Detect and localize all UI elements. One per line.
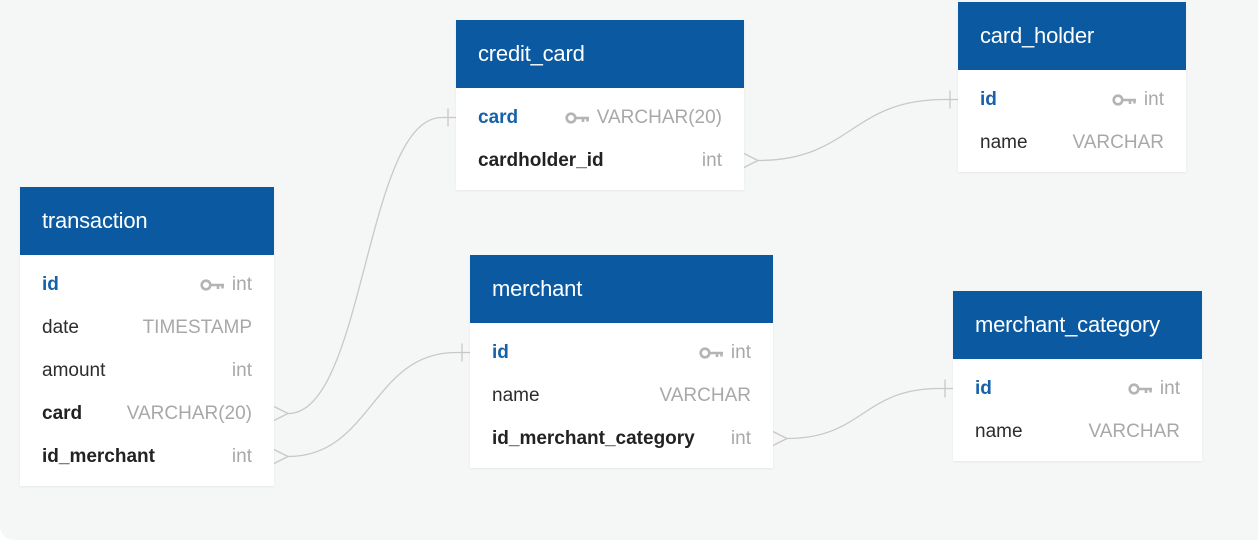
field-name: cardholder_id (478, 149, 604, 171)
many-end-marker (273, 448, 290, 465)
field-row-card[interactable]: card VARCHAR(20) (456, 96, 744, 139)
field-type-label: int (730, 341, 751, 363)
field-row-amount[interactable]: amount int (20, 349, 274, 392)
field-type-label: TIMESTAMP (142, 316, 252, 338)
field-type: int (1128, 367, 1180, 410)
field-row-id-merchant-category[interactable]: id_merchant_category int (470, 417, 773, 460)
field-name: id (980, 88, 997, 110)
relationship-line (786, 387, 953, 440)
field-name: id_merchant_category (492, 427, 695, 449)
key-icon (699, 346, 723, 359)
field-name: id (42, 273, 59, 295)
field-row-id[interactable]: id int (20, 263, 274, 306)
field-row-name[interactable]: name VARCHAR (958, 121, 1186, 164)
field-row-id[interactable]: id int (953, 367, 1202, 410)
field-name: amount (42, 359, 106, 381)
table-header[interactable]: credit_card (456, 20, 744, 88)
many-end-marker (743, 152, 760, 169)
field-type-label: int (231, 359, 252, 381)
field-type: VARCHAR (1089, 410, 1181, 453)
table-credit-card[interactable]: credit_card card VARCHAR(20) cardholder_id… (456, 20, 744, 190)
field-row-name[interactable]: name VARCHAR (470, 374, 773, 417)
field-type: VARCHAR(20) (565, 96, 722, 139)
key-icon (1112, 93, 1136, 106)
table-transaction[interactable]: transaction id int date TIMESTAMP amount int c… (20, 187, 274, 486)
relationship-line (757, 98, 958, 162)
field-row-id[interactable]: id int (958, 78, 1186, 121)
field-type-label: int (701, 149, 722, 171)
table-fields: id int name VARCHAR id_merchant_category int (470, 323, 773, 468)
relationship-line (287, 351, 470, 458)
field-row-id[interactable]: id int (470, 331, 773, 374)
key-icon (1128, 382, 1152, 395)
field-type: int (1112, 78, 1164, 121)
field-type: int (699, 331, 751, 374)
field-row-name[interactable]: name VARCHAR (953, 410, 1202, 453)
field-type: TIMESTAMP (143, 306, 252, 349)
field-type: int (702, 139, 722, 182)
field-type-label: int (1143, 88, 1164, 110)
table-card-holder[interactable]: card_holder id int name VARCHAR (958, 2, 1186, 172)
field-type: int (232, 435, 252, 478)
field-type-label: VARCHAR (659, 384, 752, 406)
field-type-label: VARCHAR(20) (126, 402, 252, 424)
field-name: id_merchant (42, 445, 155, 467)
field-name: name (980, 131, 1028, 153)
table-header[interactable]: transaction (20, 187, 274, 255)
field-name: name (492, 384, 540, 406)
table-fields: id int name VARCHAR (953, 359, 1202, 461)
table-merchant[interactable]: merchant id int name VARCHAR id_merchant_cat… (470, 255, 773, 468)
table-header[interactable]: card_holder (958, 2, 1186, 70)
many-end-marker (273, 405, 290, 422)
table-fields: id int date TIMESTAMP amount int card VARCHAR(2… (20, 255, 274, 486)
field-type: int (232, 349, 252, 392)
relationship-line (287, 116, 456, 415)
field-type-label: int (231, 273, 252, 295)
field-name: date (42, 316, 79, 338)
field-type-label: int (1159, 377, 1180, 399)
field-name: card (478, 106, 519, 128)
field-name: id (492, 341, 509, 363)
table-fields: card VARCHAR(20) cardholder_id int (456, 88, 744, 190)
field-type-label: int (730, 427, 751, 449)
field-type-label: int (231, 445, 252, 467)
key-icon (565, 111, 589, 124)
field-name: id (975, 377, 992, 399)
many-end-marker (772, 430, 789, 447)
field-row-id-merchant[interactable]: id_merchant int (20, 435, 274, 478)
field-type: VARCHAR(20) (127, 392, 252, 435)
field-type: int (200, 263, 252, 306)
field-name: name (975, 420, 1023, 442)
table-fields: id int name VARCHAR (958, 70, 1186, 172)
table-merchant-category[interactable]: merchant_category id int name VARCHAR (953, 291, 1202, 461)
table-header[interactable]: merchant (470, 255, 773, 323)
key-icon (200, 278, 224, 291)
table-header[interactable]: merchant_category (953, 291, 1202, 359)
field-type: VARCHAR (1073, 121, 1165, 164)
field-type: int (731, 417, 751, 460)
field-row-card[interactable]: card VARCHAR(20) (20, 392, 274, 435)
field-row-cardholder-id[interactable]: cardholder_id int (456, 139, 744, 182)
field-type-label: VARCHAR (1088, 420, 1181, 442)
field-name: card (42, 402, 83, 424)
field-type-label: VARCHAR(20) (596, 106, 722, 128)
field-row-date[interactable]: date TIMESTAMP (20, 306, 274, 349)
field-type-label: VARCHAR (1072, 131, 1165, 153)
field-type: VARCHAR (660, 374, 752, 417)
